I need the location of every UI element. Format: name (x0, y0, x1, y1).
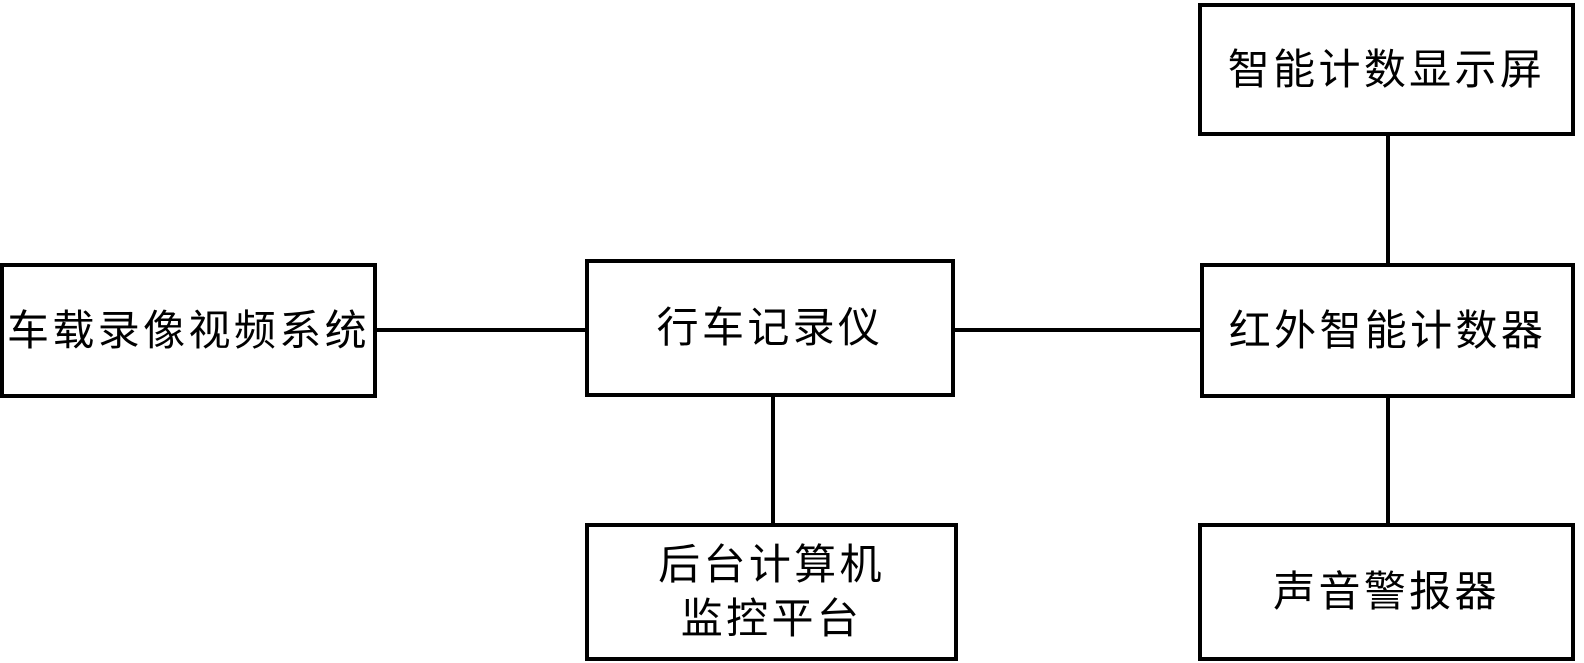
connector-smart-counting-display-to-infrared-smart-counter (1386, 134, 1390, 265)
connector-driving-recorder-to-infrared-smart-counter (953, 328, 1202, 332)
node-backend-computer-platform: 后台计算机 监控平台 (585, 523, 958, 661)
node-sound-alarm: 声音警报器 (1198, 523, 1575, 661)
node-infrared-smart-counter: 红外智能计数器 (1200, 263, 1575, 398)
node-vehicle-video-system: 车载录像视频系统 (0, 263, 377, 398)
connector-vehicle-video-system-to-driving-recorder (375, 328, 587, 332)
node-sound-alarm-label: 声音警报器 (1273, 567, 1500, 617)
connector-driving-recorder-to-backend-computer-platform (771, 395, 775, 525)
node-backend-computer-platform-label-line1: 后台计算机 (658, 540, 885, 590)
node-driving-recorder-label: 行车记录仪 (656, 303, 884, 353)
node-infrared-smart-counter-label: 红外智能计数器 (1228, 305, 1547, 355)
node-backend-computer-platform-label-line2: 监控平台 (680, 594, 863, 643)
node-driving-recorder: 行车记录仪 (585, 259, 955, 397)
connector-infrared-smart-counter-to-sound-alarm (1386, 396, 1390, 525)
node-smart-counting-display-label: 智能计数显示屏 (1227, 44, 1546, 94)
node-vehicle-video-system-label: 车载录像视频系统 (7, 305, 370, 355)
node-smart-counting-display: 智能计数显示屏 (1198, 3, 1575, 136)
